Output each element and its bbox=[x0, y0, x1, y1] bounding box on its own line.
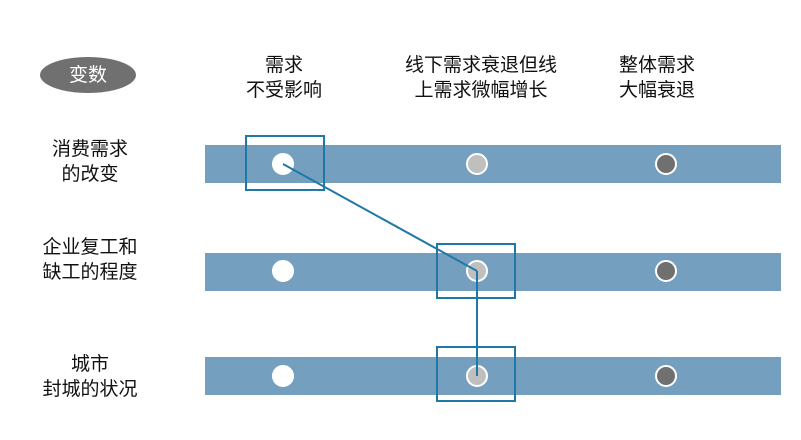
column-header-line: 需求 bbox=[264, 54, 303, 76]
row-label-consumer-demand: 消费需求 的改变 bbox=[20, 137, 160, 187]
column-header-line: 线下需求衰退但线 bbox=[404, 54, 557, 76]
option-dot-r2-c3 bbox=[655, 260, 677, 282]
selection-box-r3 bbox=[436, 346, 516, 402]
column-header-line: 不受影响 bbox=[245, 79, 322, 101]
option-dot-r3-c3 bbox=[655, 365, 677, 387]
column-header-no-impact: 需求 不受影响 bbox=[224, 53, 344, 103]
column-header-line: 大幅衰退 bbox=[618, 79, 695, 101]
row-label-line: 缺工的程度 bbox=[42, 261, 138, 283]
option-dot-r2-c1 bbox=[272, 260, 294, 282]
column-header-line: 上需求微幅增长 bbox=[414, 79, 548, 101]
row-bar-work-resumption bbox=[205, 253, 781, 291]
row-label-line: 封城的状况 bbox=[42, 378, 138, 400]
row-label-line: 城市 bbox=[70, 353, 109, 375]
column-header-offline-decline: 线下需求衰退但线 上需求微幅增长 bbox=[376, 53, 586, 103]
option-dot-r1-c2 bbox=[466, 153, 488, 175]
row-label-work-resumption: 企业复工和 缺工的程度 bbox=[15, 235, 165, 285]
row-label-line: 的改变 bbox=[61, 163, 119, 185]
column-header-line: 整体需求 bbox=[618, 54, 695, 76]
connector-line-1-2 bbox=[282, 163, 478, 272]
option-dot-r1-c3 bbox=[655, 153, 677, 175]
row-bar-city-lockdown bbox=[205, 357, 781, 395]
selection-box-r2 bbox=[436, 243, 516, 299]
option-dot-r3-c1 bbox=[272, 365, 294, 387]
row-label-city-lockdown: 城市 封城的状况 bbox=[20, 352, 160, 402]
column-header-overall-decline: 整体需求 大幅衰退 bbox=[597, 53, 717, 103]
row-bar-consumer-demand bbox=[205, 145, 781, 183]
selection-box-r1 bbox=[245, 135, 325, 191]
row-label-line: 企业复工和 bbox=[42, 236, 138, 258]
variable-pill: 变数 bbox=[40, 57, 136, 93]
row-label-line: 消费需求 bbox=[51, 138, 128, 160]
